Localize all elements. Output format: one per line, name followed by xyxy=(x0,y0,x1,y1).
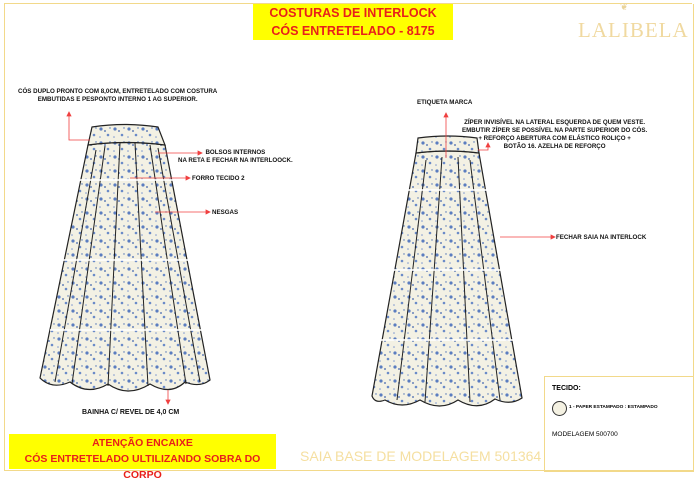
warning-line1: ATENÇÃO ENCAIXE xyxy=(92,437,193,449)
note-zipper: ZÍPER INVISÍVEL NA LATERAL ESQUERDA DE Q… xyxy=(462,119,647,151)
note-close: FECHAR SAIA NA INTERLOCK xyxy=(556,234,647,241)
note-hem: BAINHA C/ REVEL DE 4,0 CM xyxy=(82,409,180,416)
fabric-swatch-icon xyxy=(552,401,567,416)
note-waistband: CÓS DUPLO PRONTO COM 8,0CM, ENTRETELADO … xyxy=(18,88,217,104)
note-lining: FORRO TECIDO 2 xyxy=(192,175,245,182)
note-zipper-line3: + REFORÇO ABERTURA COM ELÁSTICO ROLIÇO + xyxy=(478,135,631,142)
note-pockets-line2: NA RETA E FECHAR NA INTERLOOCK. xyxy=(178,157,293,164)
fabric-label: TECIDO: xyxy=(552,385,581,392)
brand-crest-icon: ❦ xyxy=(620,2,629,13)
header-title-line1: COSTURAS DE INTERLOCK xyxy=(269,6,437,20)
note-pockets: BOLSOS INTERNOS NA RETA E FECHAR NA INTE… xyxy=(178,149,293,165)
back-skirt xyxy=(371,135,523,407)
page-frame xyxy=(4,4,694,471)
warning-line2: CÓS ENTRETELADO ULTILIZANDO SOBRA DO COR… xyxy=(24,453,261,481)
note-zipper-line2: EMBUTIR ZÍPER SE POSSÍVEL NA PARTE SUPER… xyxy=(462,127,648,134)
fabric-name: 1 - PAPER ESTAMPADO : ESTAMPADO xyxy=(569,405,658,410)
warning-box: ATENÇÃO ENCAIXE CÓS ENTRETELADO ULTILIZA… xyxy=(9,434,276,481)
brand-logo: LALIBELA xyxy=(578,18,689,42)
frame-top xyxy=(4,3,692,4)
footer-title: SAIA BASE DE MODELAGEM 501364 xyxy=(300,448,542,464)
note-pockets-line1: BOLSOS INTERNOS xyxy=(205,149,266,156)
pattern-ref: MODELAGEM 500700 xyxy=(552,431,618,438)
note-label: ETIQUETA MARCA xyxy=(417,99,473,106)
header-title-line2: CÓS ENTRETELADO - 8175 xyxy=(271,24,435,38)
fabric-box: TECIDO: 1 - PAPER ESTAMPADO : ESTAMPADO … xyxy=(544,376,694,472)
header-title-box: COSTURAS DE INTERLOCK CÓS ENTRETELADO - … xyxy=(253,4,453,40)
note-gores: NESGAS xyxy=(212,209,239,216)
note-waistband-line1: CÓS DUPLO PRONTO COM 8,0CM, ENTRETELADO … xyxy=(18,88,218,95)
note-zipper-line1: ZÍPER INVISÍVEL NA LATERAL ESQUERDA DE Q… xyxy=(464,119,646,126)
callout-arrows xyxy=(66,111,556,405)
note-waistband-line2: EMBUTIDAS E PESPONTO INTERNO 1 AG SUPERI… xyxy=(37,96,198,103)
front-skirt xyxy=(39,123,211,392)
note-zipper-line4: BOTÃO 16. AZELHA DE REFORÇO xyxy=(503,143,606,150)
